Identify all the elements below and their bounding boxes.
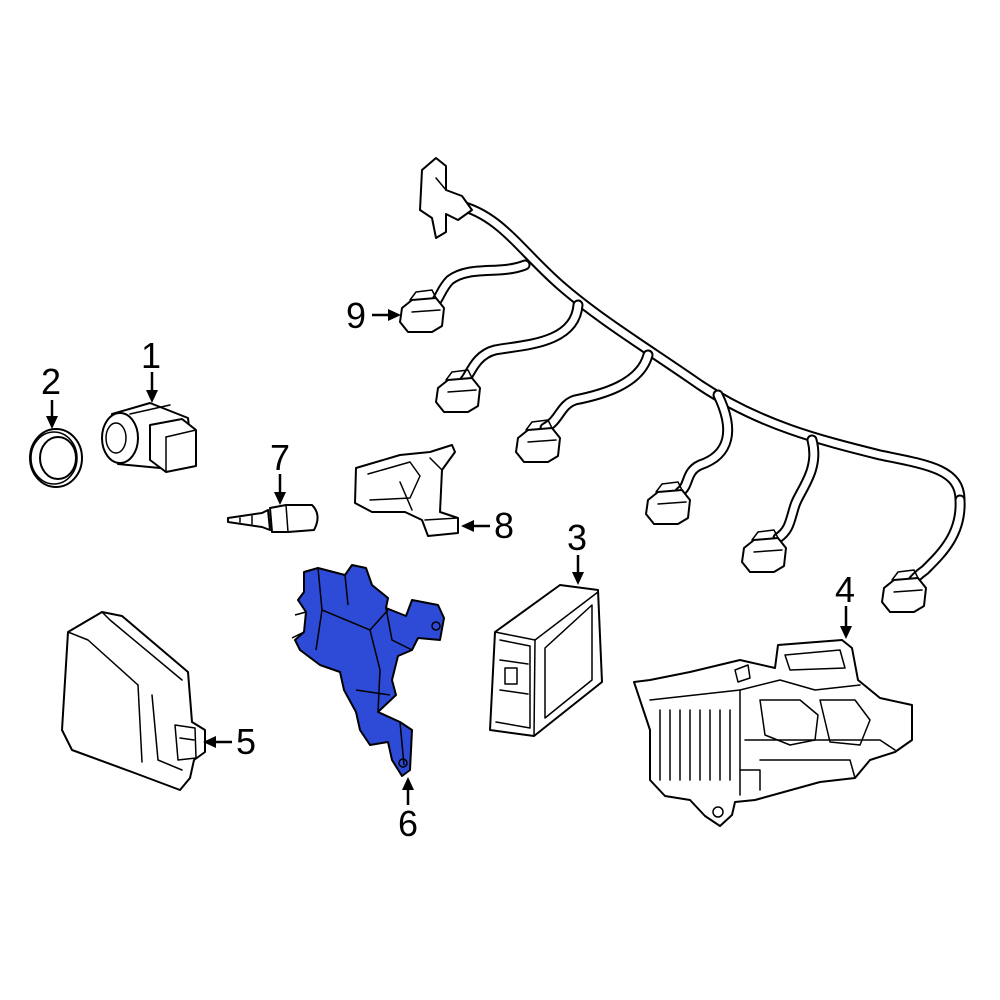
bracket-6-shape <box>294 564 445 777</box>
part-4-mounting-housing[interactable] <box>633 639 913 827</box>
callout-arrows <box>46 309 852 805</box>
harness-connector-2[interactable] <box>435 369 481 413</box>
part-2-seal-ring[interactable] <box>29 428 83 488</box>
part-3-control-module[interactable] <box>489 584 603 737</box>
harness-connector-3[interactable] <box>515 419 561 463</box>
callout-4: 4 <box>835 569 855 610</box>
callout-3: 3 <box>567 517 587 558</box>
callout-8: 8 <box>494 505 514 546</box>
callout-2: 2 <box>41 361 61 402</box>
part-8-sensor-holder[interactable] <box>354 444 459 537</box>
callout-5: 5 <box>236 721 256 762</box>
part-1-parking-sensor[interactable] <box>101 402 197 473</box>
part-7-clip[interactable] <box>227 504 319 533</box>
harness-connector-5[interactable] <box>741 529 787 573</box>
part-5-cover[interactable] <box>61 611 206 791</box>
part-9-wiring-harness[interactable] <box>399 157 966 613</box>
callout-7: 7 <box>270 437 290 478</box>
callout-9: 9 <box>346 295 366 336</box>
harness-connector-4[interactable] <box>645 481 691 525</box>
harness-connector-1[interactable] <box>399 289 445 333</box>
callout-labels: 1 2 3 4 5 6 7 8 9 <box>41 295 855 844</box>
harness-connector-6[interactable] <box>881 569 927 613</box>
callout-1: 1 <box>141 335 161 376</box>
callout-6: 6 <box>398 803 418 844</box>
part-6-bracket-highlighted[interactable] <box>291 564 445 777</box>
